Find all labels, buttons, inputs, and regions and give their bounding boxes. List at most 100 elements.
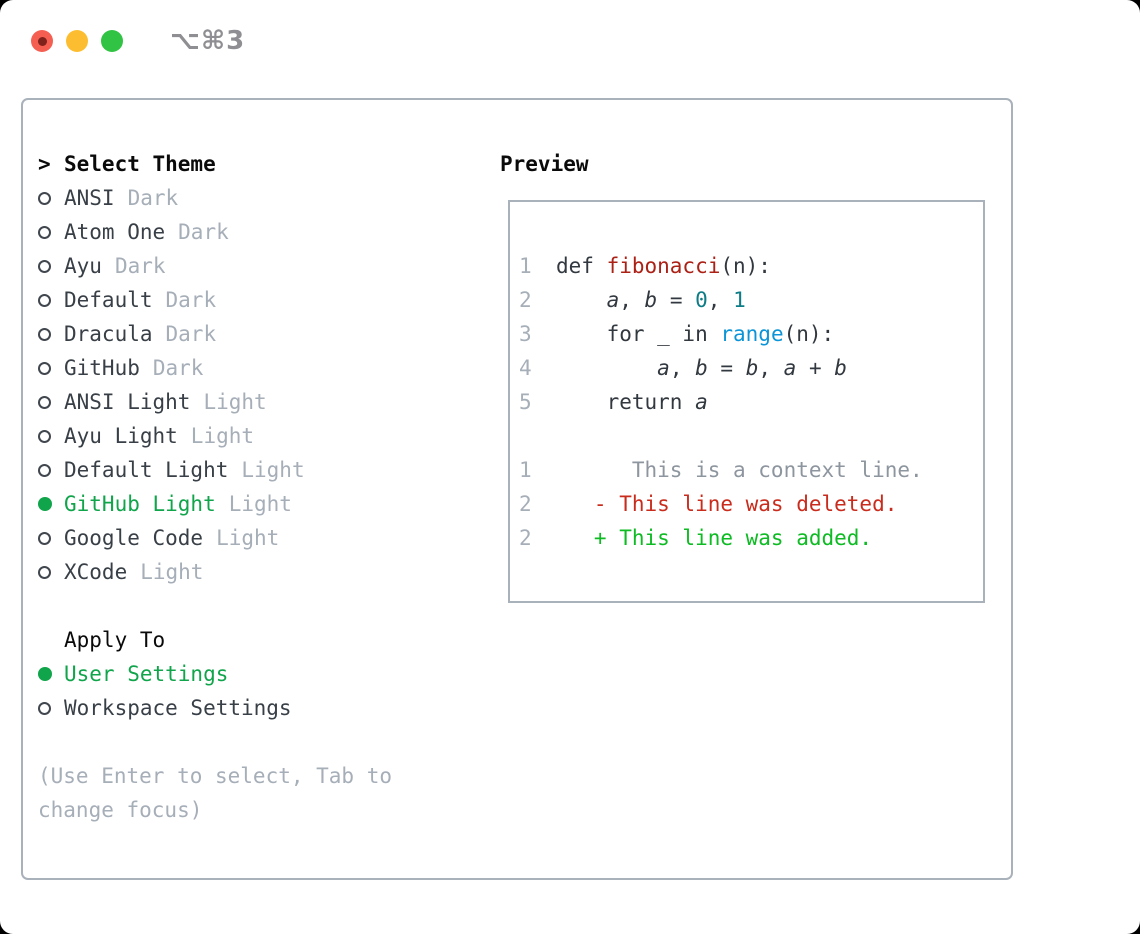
- theme-option-label: XCode: [64, 560, 128, 584]
- preview-header-row: Preview: [500, 147, 1011, 181]
- radio-marker-slot: [38, 429, 64, 443]
- radio-circle-icon: [38, 395, 51, 409]
- code-token-var: b: [745, 356, 759, 380]
- prompt-marker: >: [38, 152, 51, 176]
- radio-marker-slot: [38, 361, 64, 375]
- code-token-code: ,: [758, 356, 784, 380]
- theme-option-label: Dracula: [64, 322, 153, 346]
- code-token-code: return: [556, 390, 696, 414]
- radio-marker-slot: [38, 293, 64, 307]
- theme-variant-tag: Light: [228, 492, 292, 516]
- theme-variant-tag: Light: [190, 424, 255, 448]
- theme-option-label: Ayu Light: [64, 424, 178, 448]
- code-token-var: a: [606, 288, 620, 312]
- radio-circle-icon: [38, 701, 51, 715]
- close-button[interactable]: [31, 30, 53, 52]
- code-token-var: a: [657, 356, 670, 380]
- radio-circle-icon: [38, 225, 51, 239]
- code-token-code: (n):: [720, 254, 771, 278]
- code-line: 2 a, b = 0, 1: [519, 283, 983, 317]
- theme-option-ayu[interactable]: Ayu Dark: [38, 249, 500, 283]
- radio-circle-icon: [38, 429, 51, 443]
- apply-option-label: Workspace Settings: [64, 696, 292, 720]
- code-line: 5 return a: [519, 385, 983, 419]
- theme-option-default[interactable]: Default Dark: [38, 283, 500, 317]
- theme-option-label: Default: [64, 288, 153, 312]
- code-token-num: 1: [733, 288, 746, 312]
- code-token-var: b: [834, 356, 847, 380]
- theme-variant-tag: Light: [216, 526, 280, 550]
- apply-option-workspace-settings[interactable]: Workspace Settings: [38, 691, 500, 725]
- radio-circle-icon: [38, 565, 51, 579]
- radio-marker-slot: [38, 463, 64, 477]
- hint-text: (Use Enter to select, Tab to change focu…: [38, 759, 500, 827]
- radio-circle-icon: [38, 293, 51, 307]
- radio-circle-icon: [38, 463, 51, 477]
- code-token-code: ,: [619, 288, 645, 312]
- code-blank-line: [519, 419, 983, 453]
- radio-marker-slot: [38, 701, 64, 715]
- spacer: [38, 589, 500, 623]
- theme-variant-tag: Dark: [114, 254, 166, 278]
- zoom-button[interactable]: [101, 30, 123, 52]
- code-token-code: [556, 351, 657, 385]
- radio-marker-slot: [38, 259, 64, 273]
- theme-option-label: Ayu: [64, 254, 102, 278]
- theme-variant-tag: Dark: [165, 288, 217, 312]
- theme-option-ansi[interactable]: ANSI Dark: [38, 181, 500, 215]
- code-line: 2 - This line was deleted.: [519, 487, 983, 521]
- code-line: 3 for _ in range(n):: [519, 317, 983, 351]
- line-number: 4: [519, 356, 532, 380]
- line-number: 2: [519, 526, 532, 550]
- radio-marker-slot: [38, 225, 64, 239]
- window-title: ⌥⌘3: [170, 26, 246, 56]
- code-token-code: =: [657, 288, 696, 312]
- radio-circle-icon: [38, 259, 51, 273]
- code-token-var: b: [695, 356, 708, 380]
- radio-marker-slot: [38, 395, 64, 409]
- theme-variant-tag: Light: [203, 390, 267, 414]
- theme-variant-tag: Dark: [165, 322, 217, 346]
- code-token-added: + This line was added.: [556, 526, 873, 550]
- preview-title: Preview: [500, 152, 589, 176]
- code-line: 4 a, b = b, a + b: [519, 351, 983, 385]
- line-number: 5: [519, 390, 532, 414]
- theme-option-label: ANSI: [64, 186, 115, 210]
- theme-variant-tag: Light: [140, 560, 204, 584]
- select-theme-title: Select Theme: [64, 152, 216, 176]
- code-token-var: b: [644, 288, 658, 312]
- line-number: 2: [519, 288, 532, 312]
- code-token-func: fibonacci: [606, 254, 721, 278]
- theme-option-label: GitHub: [64, 356, 140, 380]
- theme-variant-tag: Dark: [127, 186, 179, 210]
- hint-line-1: (Use Enter to select, Tab to: [38, 764, 393, 788]
- code-token-deleted: - This line was deleted.: [556, 492, 898, 516]
- hint-line-2: change focus): [38, 798, 203, 822]
- code-token-num: 0: [695, 288, 708, 312]
- minimize-button[interactable]: [66, 30, 88, 52]
- code-token-code: def: [556, 254, 607, 278]
- radio-marker-slot: [38, 565, 64, 579]
- theme-option-dracula[interactable]: Dracula Dark: [38, 317, 500, 351]
- radio-circle-icon: [38, 327, 51, 341]
- theme-option-ayu-light[interactable]: Ayu Light Light: [38, 419, 500, 453]
- theme-variant-tag: Dark: [178, 220, 229, 244]
- theme-option-xcode[interactable]: XCode Light: [38, 555, 500, 589]
- theme-variant-tag: Light: [241, 458, 305, 482]
- radio-circle-icon: [38, 191, 51, 205]
- apply-option-user-settings[interactable]: User Settings: [38, 657, 500, 691]
